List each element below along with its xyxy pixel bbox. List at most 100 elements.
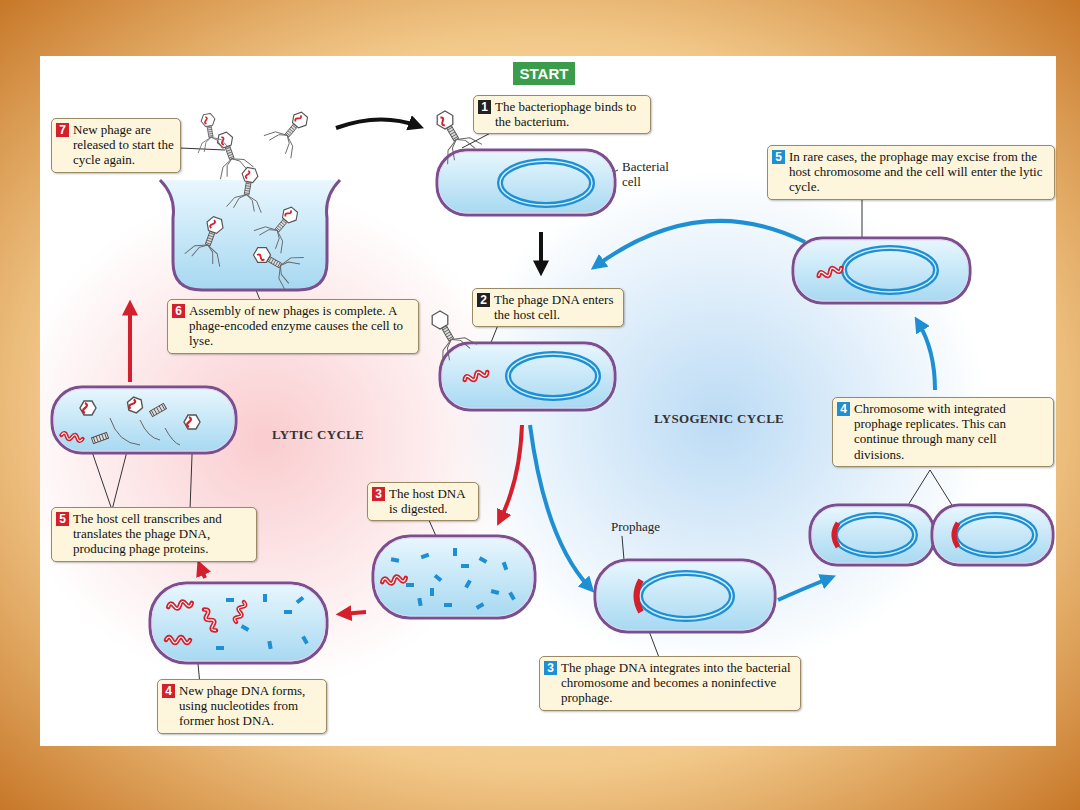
- callout-text: New phage DNA forms, using nucleotides f…: [179, 683, 320, 729]
- callout-number: 4: [162, 684, 175, 698]
- chromosome: [508, 354, 598, 398]
- phage-tail-fiber: [110, 418, 140, 445]
- callout-text: The host DNA is digested.: [389, 486, 472, 516]
- cycle-label: LYTIC CYCLE: [272, 428, 364, 443]
- bacterial-cell: [52, 387, 236, 453]
- chromosome: [835, 515, 915, 555]
- callout-box: 4 New phage DNA forms, using nucleotides …: [157, 679, 327, 734]
- cycle-arrow: [778, 578, 830, 600]
- phage-dna: [61, 432, 83, 441]
- callout-box: 5 The host cell transcribes and translate…: [51, 507, 257, 562]
- callout-text: Assembly of new phages is complete. A ph…: [189, 303, 412, 349]
- callout-text: The bacteriophage binds to the bacterium…: [495, 99, 644, 129]
- part-label: Prophage: [611, 520, 660, 535]
- cycle-arrow: [336, 119, 418, 128]
- host-dna-fragment: [417, 598, 422, 607]
- leader-line: [862, 200, 863, 242]
- callout-text: Chromosome with integrated prophage repl…: [854, 401, 1047, 462]
- bacterial-cell: [810, 505, 934, 565]
- chromosome: [844, 248, 936, 292]
- callout-box: 6 Assembly of new phages is complete. A p…: [167, 299, 419, 354]
- callout-number: 3: [372, 487, 385, 501]
- callout-text: In rare cases, the prophage may excise f…: [789, 149, 1048, 195]
- phage-tail: [91, 432, 108, 443]
- host-dna-fragment: [453, 548, 457, 556]
- phage-head: [184, 415, 200, 429]
- bacteriophage: [185, 212, 235, 267]
- phage-dna: [201, 608, 218, 632]
- phage-tail: [150, 403, 167, 416]
- phage-dna: [818, 265, 843, 279]
- callout-box: 7 New phage are released to start the cyc…: [51, 118, 181, 173]
- cycle-arrow: [200, 566, 205, 578]
- bacterial-cell: [373, 536, 535, 618]
- bacterial-cell: [150, 583, 327, 663]
- bacteriophage: [246, 235, 303, 290]
- phage-head: [125, 396, 145, 414]
- cycle-arrow: [128, 306, 132, 382]
- start-box: START: [513, 62, 575, 85]
- bacteriophage: [227, 165, 269, 213]
- cycle-label: LYSOGENIC CYCLE: [654, 412, 784, 427]
- bacterial-cell: [932, 505, 1053, 565]
- phage-dna: [234, 601, 246, 623]
- bacteriophage: [264, 103, 318, 158]
- host-dna-fragment: [267, 641, 272, 650]
- callout-box: 3 The host DNA is digested.: [367, 482, 479, 521]
- host-dna-fragment: [461, 564, 469, 568]
- cycle-arrow: [342, 612, 366, 614]
- cycle-arrow: [539, 232, 543, 270]
- leader-line: [622, 536, 624, 560]
- bacterial-cell: [440, 343, 615, 410]
- callout-text: The phage DNA enters the host cell.: [494, 292, 617, 322]
- part-label: Bacterial cell: [622, 160, 690, 190]
- phage-head: [80, 401, 96, 415]
- callout-number: 2: [477, 293, 490, 307]
- host-dna-fragment: [491, 589, 500, 595]
- callout-number: 1: [478, 100, 491, 114]
- host-dna-fragment: [391, 557, 400, 562]
- chromosome: [955, 515, 1035, 555]
- callout-box: 1 The bacteriophage binds to the bacteriu…: [473, 95, 651, 134]
- callout-box: 4 Chromosome with integrated prophage rep…: [832, 397, 1054, 467]
- bacteriophage: [419, 303, 477, 364]
- callout-box: 2 The phage DNA enters the host cell.: [472, 288, 624, 327]
- phage-tail-fiber: [165, 428, 180, 445]
- host-dna-fragment: [502, 562, 508, 571]
- leader-line: [180, 148, 225, 150]
- callout-number: 5: [56, 512, 69, 526]
- leader-line: [930, 470, 955, 510]
- host-dna-fragment: [263, 594, 267, 602]
- host-dna-fragment: [508, 592, 515, 601]
- callout-text: The phage DNA integrates into the bacter…: [561, 660, 794, 706]
- callout-box: 5 In rare cases, the prophage may excise …: [767, 145, 1055, 200]
- callout-text: New phage are released to start the cycl…: [73, 122, 174, 168]
- callout-number: 5: [772, 150, 785, 164]
- host-dna-fragment: [406, 583, 414, 587]
- callout-text: The host cell transcribes and translates…: [73, 511, 250, 557]
- prophage: [637, 580, 642, 612]
- host-dna-fragment: [430, 588, 434, 596]
- host-dna-fragment: [301, 636, 308, 645]
- bacterial-cell: [793, 238, 970, 303]
- host-dna-fragment: [296, 596, 305, 604]
- callout-box: 3The phage DNA integrates into the bacte…: [539, 656, 801, 711]
- host-dna-fragment: [241, 624, 250, 631]
- phage-tail-fiber: [140, 420, 160, 440]
- callout-number: 7: [56, 123, 69, 137]
- callout-number: 4: [837, 402, 850, 416]
- callout-number: 6: [172, 304, 185, 318]
- cycle-arrow: [596, 221, 805, 266]
- prophage: [954, 523, 958, 547]
- cycle-arrow: [918, 322, 935, 390]
- bacteriophage: [192, 111, 229, 153]
- bacteriophage: [254, 198, 308, 253]
- host-dna-fragment: [434, 574, 443, 582]
- lysing-cell: [160, 180, 340, 290]
- host-dna-fragment: [476, 602, 485, 609]
- cycle-arrow: [530, 425, 590, 588]
- prophage: [834, 523, 838, 547]
- host-dna-fragment: [421, 553, 430, 559]
- phage-dna: [168, 600, 193, 610]
